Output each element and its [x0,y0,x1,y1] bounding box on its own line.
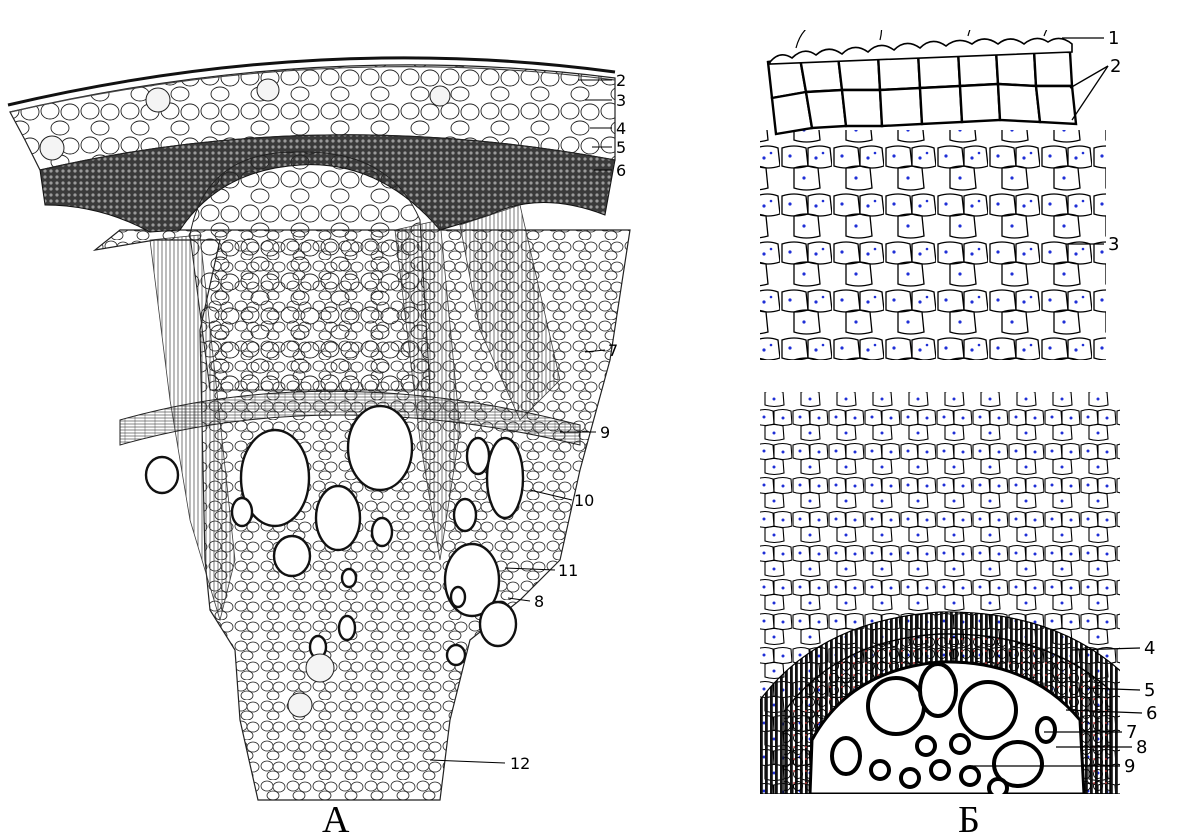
panel-b-callout-4: 4 [1144,638,1155,659]
panel-a-callout-5: 5 [616,138,626,157]
panel-a-label: А [322,799,350,839]
panel-b-callout-6: 6 [1146,703,1157,724]
panel-b-bottom-illustration [760,392,1130,797]
panel-a-callout-12: 12 [510,754,530,773]
panel-b-top-callouts: 1 2 3 [1108,28,1121,255]
panel-b-callout-9: 9 [1124,756,1135,777]
panel-a-callout-8: 8 [534,592,544,611]
panel-b-callout-8: 8 [1136,737,1147,758]
panel-a-callout-3: 3 [616,91,626,110]
panel-b-cortex [760,130,1106,360]
panel-a-callout-11: 11 [558,561,578,580]
panel-b-callout-1: 1 [1108,28,1119,49]
panel-a-callout-6: 6 [616,161,626,180]
panel-a-callout-4: 4 [616,119,626,138]
panel-b-callout-3: 3 [1108,234,1119,255]
panel-a-pith-dome [190,152,430,390]
panel-b-label: Б [958,799,980,839]
panel-a-callout-9: 9 [600,423,610,442]
panel-b-top-illustration [760,12,1106,360]
panel-a-callout-10: 10 [574,491,594,510]
panel-b-bottom-callouts: 4 5 6 7 8 9 [1124,638,1157,777]
panel-a-callout-2: 2 [616,71,626,90]
panel-a-callout-7: 7 [608,341,618,360]
panel-b-callout-5: 5 [1144,680,1155,701]
panel-a-illustration [8,58,630,800]
panel-b-callout-2: 2 [1110,56,1121,77]
